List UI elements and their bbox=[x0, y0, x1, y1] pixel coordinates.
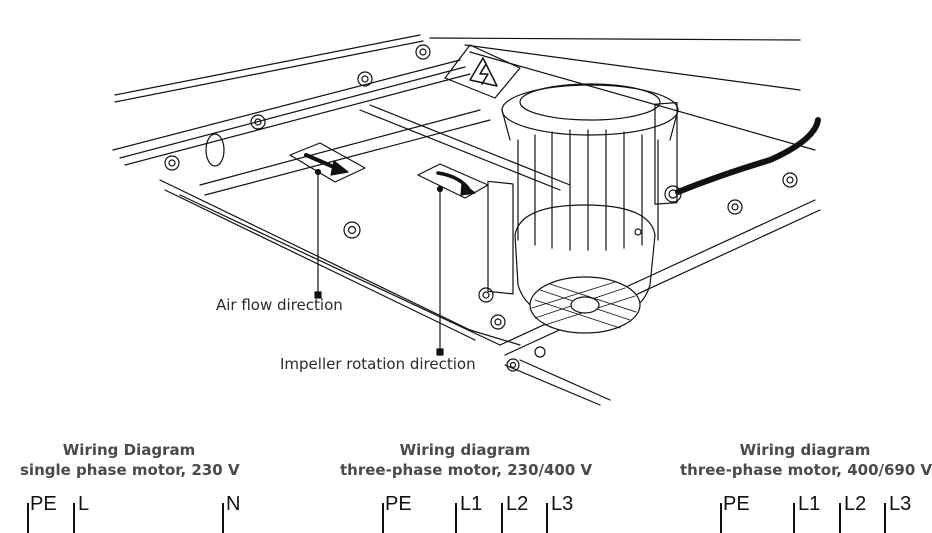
callout-leaders bbox=[314, 168, 444, 356]
terminal-l1: L1 bbox=[798, 493, 821, 515]
terminal-tick bbox=[501, 503, 503, 533]
wiring-subtitle: single phase motor, 230 V bbox=[20, 461, 240, 479]
wiring-title: Wiring Diagram bbox=[62, 441, 196, 459]
terminal-tick bbox=[793, 503, 795, 533]
terminal-tick bbox=[546, 503, 548, 533]
terminal-pe: PE bbox=[385, 493, 412, 515]
terminal-tick bbox=[720, 503, 722, 533]
terminal-n: N bbox=[226, 493, 241, 515]
terminal-tick bbox=[27, 503, 29, 533]
impeller-rotation-label: Impeller rotation direction bbox=[280, 355, 476, 373]
air-flow-label: Air flow direction bbox=[216, 296, 343, 314]
power-cable bbox=[664, 117, 821, 203]
wiring-title: Wiring diagram bbox=[399, 441, 531, 459]
wiring-subtitle: three-phase motor, 230/400 V bbox=[340, 461, 593, 479]
wiring-subtitle: three-phase motor, 400/690 V bbox=[680, 461, 932, 479]
terminal-l2: L2 bbox=[506, 493, 529, 515]
terminal-tick bbox=[73, 503, 75, 533]
air-flow-arrow-icon bbox=[289, 142, 366, 183]
terminal-l: L bbox=[78, 493, 90, 515]
high-voltage-warning-icon bbox=[444, 44, 521, 99]
terminal-pe: PE bbox=[723, 493, 750, 515]
terminal-tick bbox=[839, 503, 841, 533]
terminal-tick bbox=[884, 503, 886, 533]
bolts bbox=[164, 44, 798, 372]
fan-motor-illustration bbox=[112, 34, 821, 406]
wiring-title: Wiring diagram bbox=[739, 441, 871, 459]
terminal-tick bbox=[222, 503, 224, 533]
terminal-tick bbox=[455, 503, 457, 533]
terminal-l3: L3 bbox=[551, 493, 574, 515]
rotation-arrow-icon bbox=[417, 163, 489, 199]
terminal-l1: L1 bbox=[460, 493, 483, 515]
motor bbox=[487, 83, 679, 334]
housing-rails bbox=[112, 34, 821, 406]
terminal-l3: L3 bbox=[889, 493, 912, 515]
terminal-l2: L2 bbox=[844, 493, 867, 515]
terminal-tick bbox=[382, 503, 384, 533]
terminal-pe: PE bbox=[30, 493, 57, 515]
